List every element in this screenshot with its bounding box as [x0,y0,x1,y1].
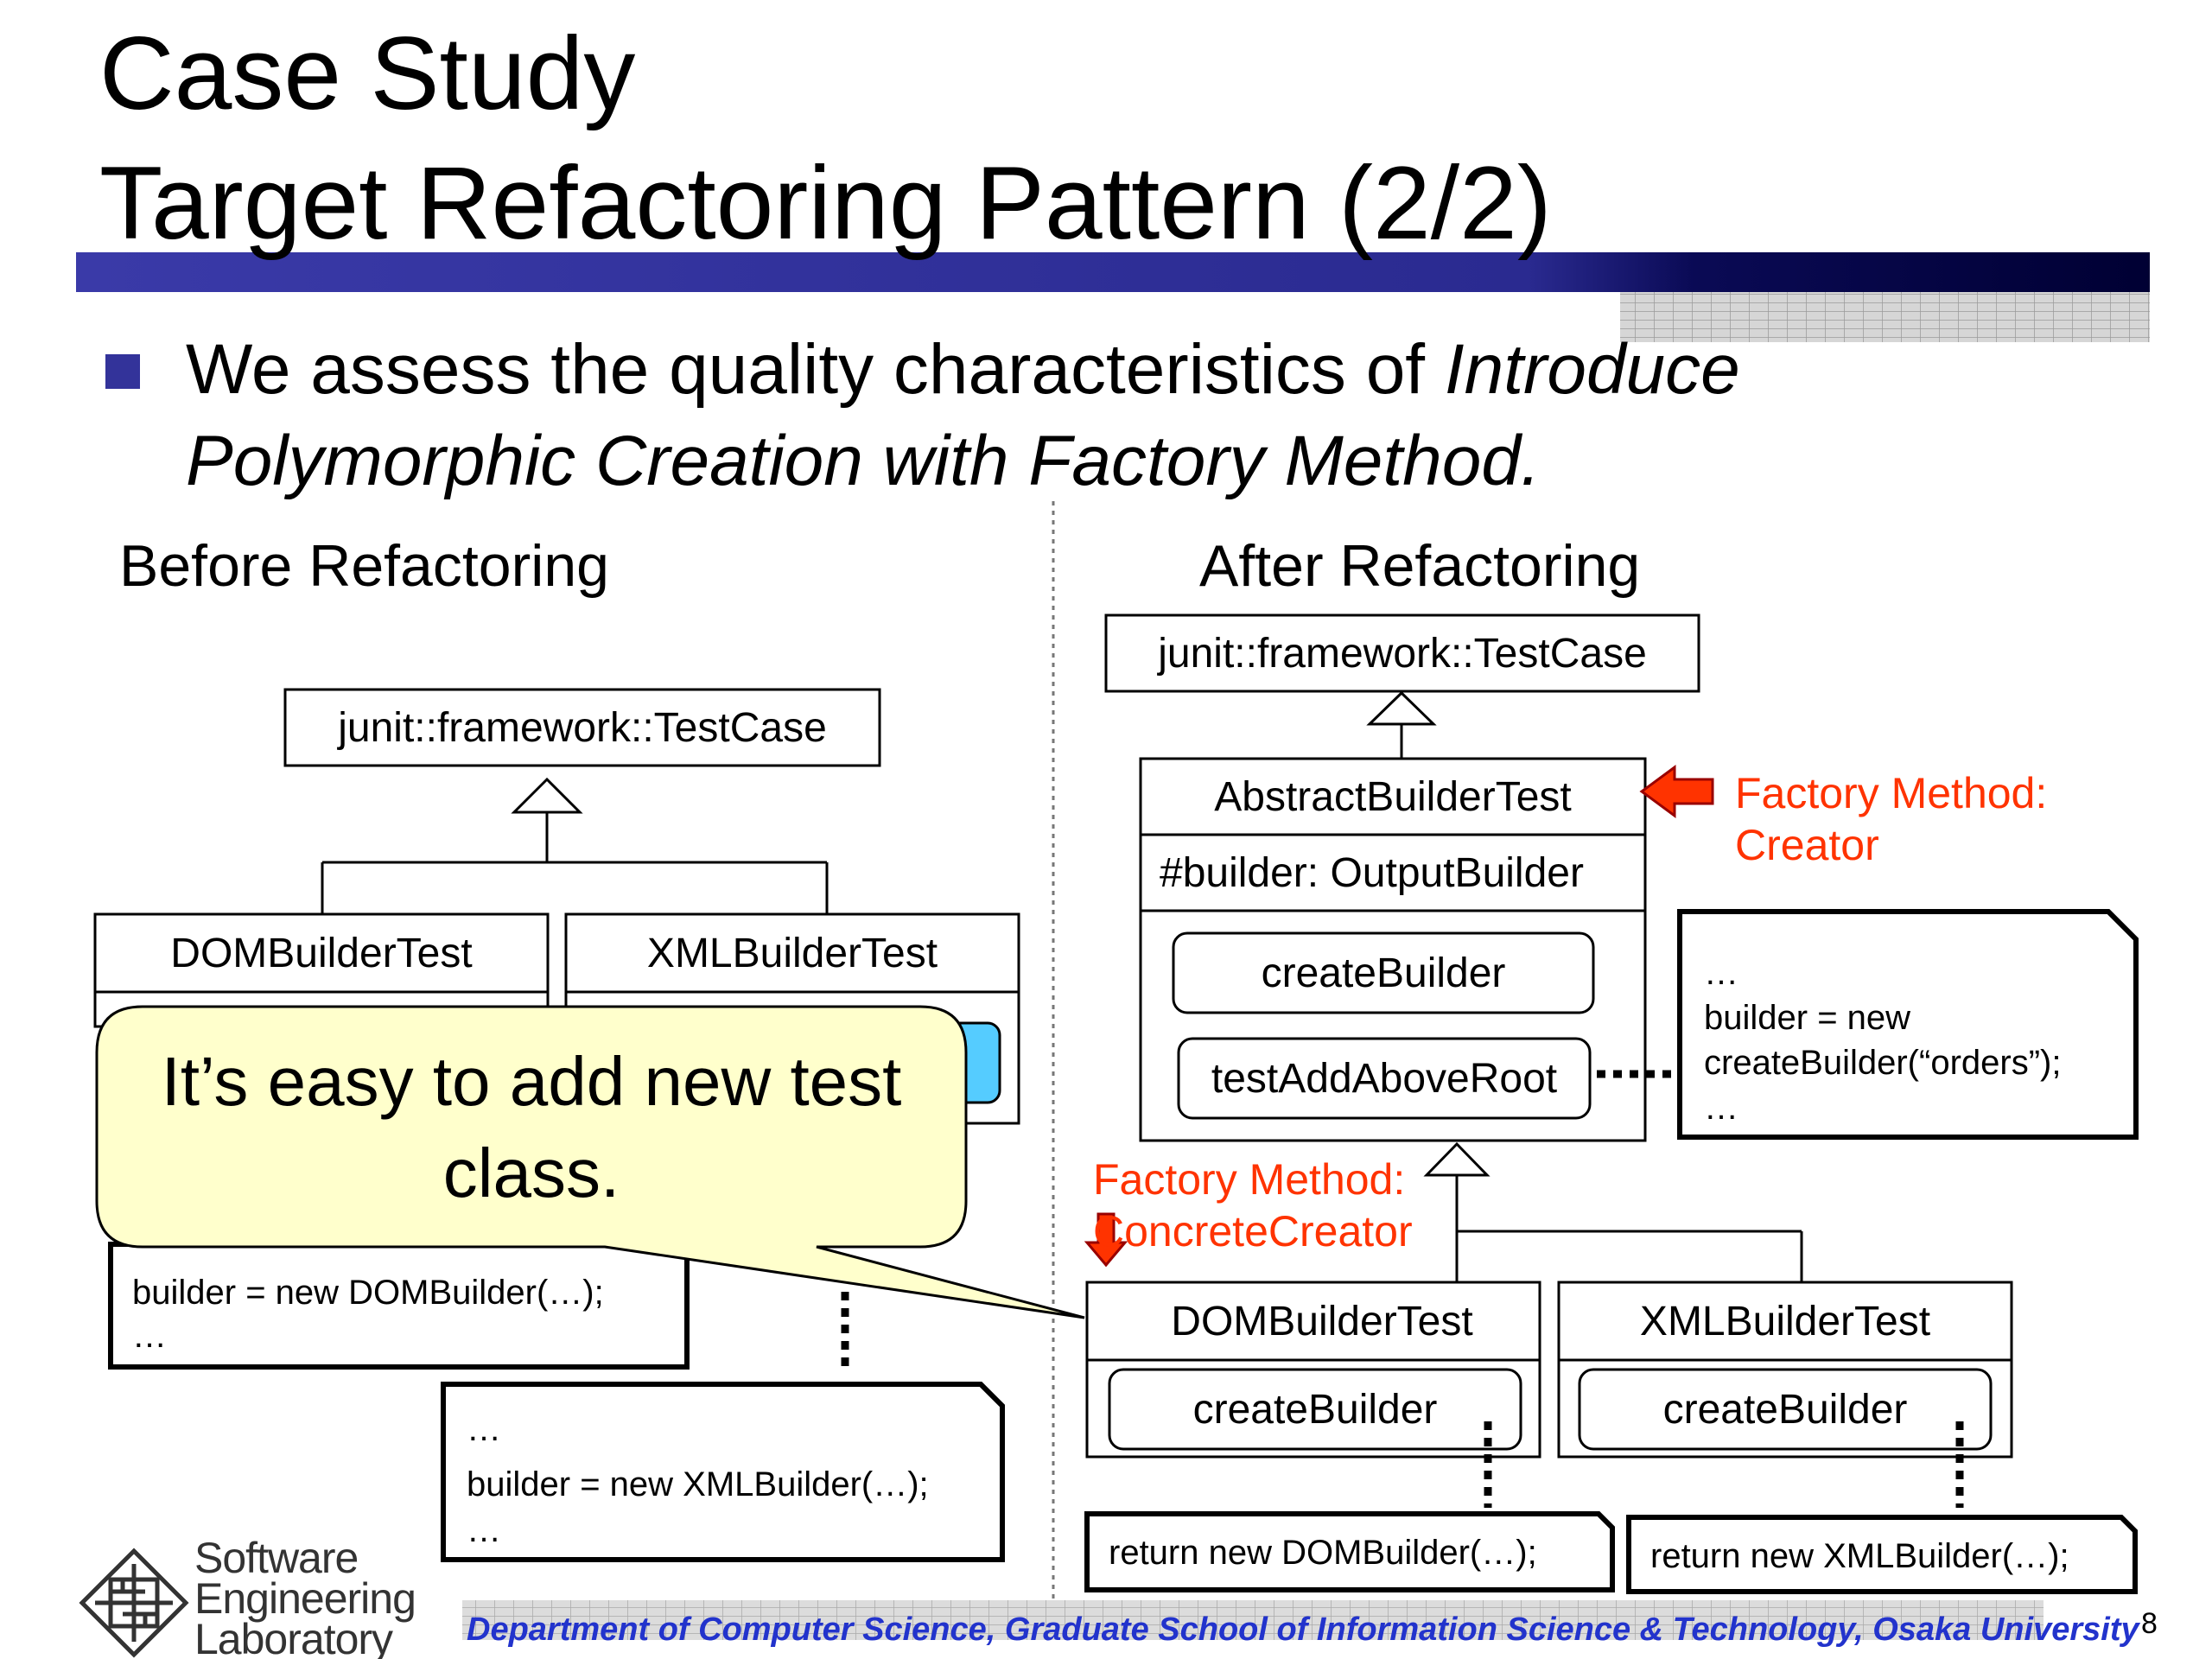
before-dom-note-line1: builder = new DOMBuilder(…); [132,1274,604,1312]
after-dom-class-box [1085,1281,1541,1362]
after-xml-method-pill [1578,1368,1993,1451]
slide-title-line1: Case Study [99,16,636,131]
creator-arrow-icon [1639,765,1714,818]
before-dom-note-line2: … [132,1317,167,1355]
before-base-class-name: junit::framework::TestCase [338,704,827,751]
after-dom-class-name: DOMBuilderTest [1171,1298,1473,1344]
before-xml-note-line1: … [467,1410,501,1448]
return-xml-text: return new XMLBuilder(…); [1650,1536,2069,1575]
abstract-create-builder-method: createBuilder [1261,950,1506,996]
abstract-test-method-pill [1177,1037,1592,1120]
return-xml-note [1626,1515,2138,1594]
after-dom-method-pill [1108,1368,1522,1451]
before-xml-note [441,1382,1005,1562]
abstract-class-attr-box [1139,833,1647,912]
lab-logo-line1: Software [194,1534,359,1582]
after-diagram [1084,613,2139,1594]
after-inheritance-triangle-bottom [1423,1141,1491,1177]
before-xml-class-name: XMLBuilderTest [646,930,938,976]
lab-logo-icon [79,1548,189,1658]
after-xml-create-builder-method: createBuilder [1662,1386,1908,1433]
bullet-text-prefix: We assess the quality characteristics of [186,330,1445,409]
lab-logo-line3: Laboratory [194,1615,393,1659]
before-xml-note-line3: … [467,1511,501,1549]
return-dom-note [1084,1511,1615,1592]
creator-note-line4: … [1704,1089,1738,1127]
before-dom-class-box [93,912,550,994]
bullet-text: We assess the quality characteristics of… [186,324,1914,507]
abstract-class-name-box [1139,757,1647,836]
after-base-class-box [1104,613,1700,693]
page-number: 8 [2141,1607,2158,1640]
footer-department-text: Department of Computer Science, Graduate… [467,1611,2139,1648]
return-dom-text: return new DOMBuilder(…); [1109,1533,1537,1572]
before-dom-class-name: DOMBuilderTest [170,930,473,976]
before-heading: Before Refactoring [119,533,609,599]
lab-logo-text: Software Engineering Laboratory [194,1534,416,1659]
title-grid-decoration [1620,292,2150,342]
title-bar [76,252,2150,292]
concrete-creator-label-line1: Factory Method: [1093,1155,1406,1204]
bullet-text-italic: Introduce Polymorphic Creation with Fact… [186,330,1740,500]
creator-note [1677,909,2139,1140]
abstract-class-attribute: #builder: OutputBuilder [1160,849,1584,896]
callout-balloon [95,1005,1085,1319]
before-xml-class-box [564,912,1020,994]
after-base-class-name: junit::framework::TestCase [1158,630,1647,677]
creator-label-line2: Creator [1735,821,1879,869]
abstract-class-name: AbstractBuilderTest [1214,773,1572,820]
concrete-creator-label-line2: ConcreteCreator [1093,1207,1413,1255]
footer-stripe [462,1600,2044,1640]
concrete-creator-arrow-icon [1084,1212,1128,1268]
creator-note-line2: builder = new [1704,999,1911,1037]
callout-text: It’s easy to add new test class. [161,1043,902,1211]
after-heading: After Refactoring [1199,533,1641,599]
after-dom-create-builder-method: createBuilder [1192,1386,1438,1433]
before-xml-note-line2: builder = new XMLBuilder(…); [467,1465,929,1503]
creator-note-line1: … [1704,954,1738,992]
abstract-create-builder-pill [1172,931,1595,1014]
before-inheritance-triangle [511,777,583,814]
creator-note-line3: createBuilder(“orders”); [1704,1044,2062,1082]
bullet-square-icon [105,354,140,389]
after-inheritance-triangle-top [1366,690,1437,726]
lab-logo-line2: Engineering [194,1574,416,1623]
slide-title-line2: Target Refactoring Pattern (2/2) [99,145,1552,261]
creator-label-line1: Factory Method: [1735,769,2048,817]
abstract-test-add-above-root-method: testAddAboveRoot [1211,1055,1558,1102]
after-xml-class-name: XMLBuilderTest [1639,1298,1931,1344]
before-base-class-box [283,688,881,767]
